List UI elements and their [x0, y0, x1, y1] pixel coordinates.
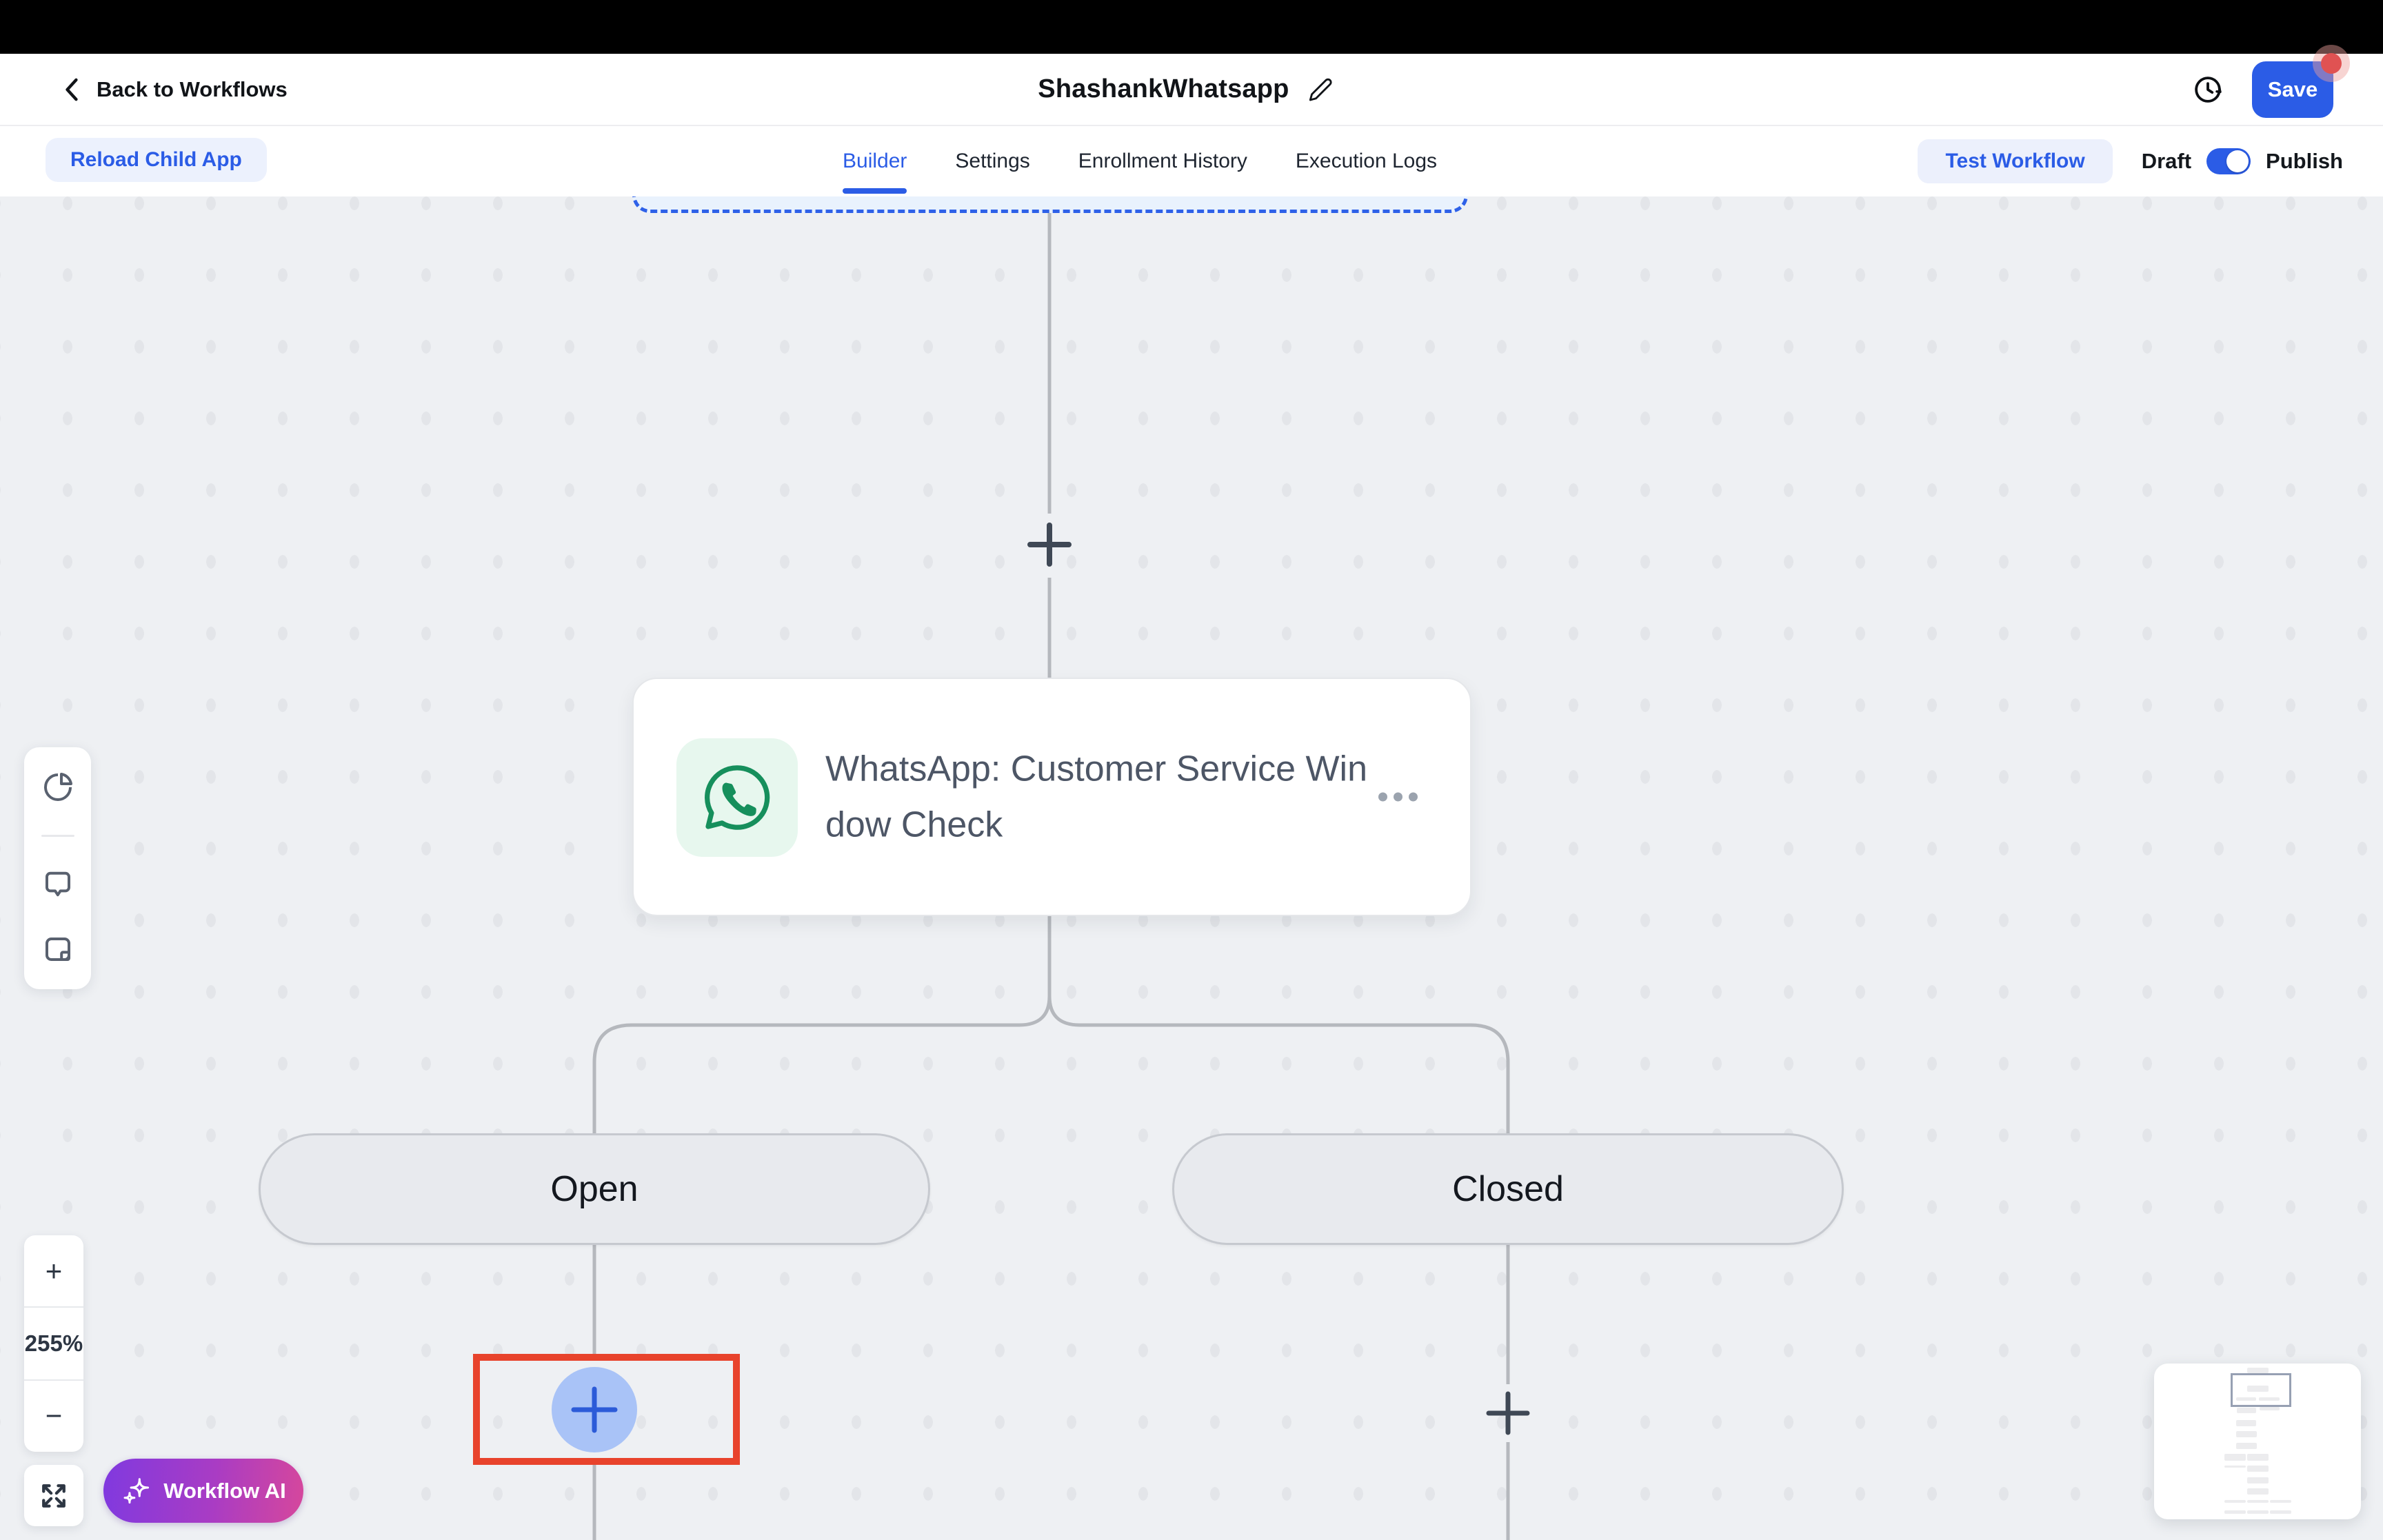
header-right-actions: Save — [2193, 52, 2342, 118]
add-step-button-open-branch[interactable] — [552, 1367, 637, 1452]
zoom-out-button[interactable]: − — [24, 1379, 83, 1452]
workflow-title-wrap: ShashankWhatsapp — [1038, 74, 1333, 104]
save-button-wrap: Save — [2252, 52, 2342, 118]
app-header: Back to Workflows ShashankWhatsapp Save — [0, 52, 2383, 126]
minimap-node — [2224, 1454, 2246, 1461]
reload-child-app-button[interactable]: Reload Child App — [46, 138, 267, 182]
minimap-node — [2247, 1500, 2269, 1503]
minimap-node — [2224, 1510, 2246, 1514]
unsaved-changes-badge — [2321, 52, 2342, 74]
pie-chart-icon — [43, 773, 72, 801]
minimap-node — [2224, 1500, 2246, 1503]
comments-button[interactable] — [41, 869, 74, 902]
minimap-node — [2224, 1466, 2246, 1468]
panel-divider — [41, 835, 74, 838]
trigger-node-placeholder[interactable] — [632, 196, 1468, 213]
history-clock-icon — [2195, 76, 2222, 103]
version-history-button[interactable] — [2193, 74, 2223, 105]
minimap-node — [2236, 1420, 2256, 1426]
workflow-title: ShashankWhatsapp — [1038, 74, 1289, 103]
action-highlight-box — [473, 1354, 740, 1465]
minimap-node — [2236, 1397, 2256, 1401]
workflow-toolbar: Reload Child App Builder Settings Enroll… — [0, 126, 2383, 196]
system-status-bar — [0, 0, 2383, 54]
fullscreen-expand-icon — [42, 1483, 66, 1508]
draft-label: Draft — [2141, 149, 2192, 173]
branch-open[interactable]: Open — [259, 1133, 930, 1245]
back-link-label: Back to Workflows — [97, 77, 288, 101]
minimap-node — [2236, 1431, 2257, 1437]
minimap-node — [2259, 1397, 2280, 1401]
publish-label: Publish — [2266, 149, 2343, 173]
minimap-node — [2247, 1386, 2269, 1392]
workflow-tabs: Builder Settings Enrollment History Exec… — [843, 126, 1437, 196]
sticky-note-icon — [45, 937, 70, 961]
plus-icon — [571, 1386, 618, 1433]
edit-pencil-icon[interactable] — [1309, 77, 1334, 102]
add-node-button-top[interactable] — [1025, 520, 1074, 573]
sparkles-icon — [123, 1477, 150, 1503]
minimap-node — [2237, 1408, 2256, 1413]
analytics-button[interactable] — [41, 771, 74, 804]
fit-view-button[interactable] — [24, 1465, 83, 1526]
node-title: WhatsApp: Customer Service Window Check — [825, 749, 1368, 844]
node-menu-button[interactable] — [1371, 786, 1425, 809]
comment-icon — [45, 871, 70, 896]
dot — [1409, 792, 1418, 802]
workflow-ai-label: Workflow AI — [163, 1478, 286, 1503]
minimap-node — [2260, 1407, 2280, 1410]
test-workflow-button[interactable]: Test Workflow — [1918, 139, 2113, 183]
publish-toggle[interactable] — [2206, 148, 2251, 174]
minimap-node — [2270, 1510, 2291, 1514]
tab-enrollment-history[interactable]: Enrollment History — [1078, 150, 1247, 172]
minimap-node — [2247, 1466, 2269, 1472]
node-icon-tile — [676, 738, 798, 857]
tab-builder[interactable]: Builder — [843, 126, 907, 196]
save-button[interactable]: Save — [2252, 61, 2333, 118]
minimap-node — [2236, 1443, 2257, 1449]
minimap-node — [2247, 1368, 2269, 1373]
branch-closed[interactable]: Closed — [1172, 1133, 1844, 1245]
add-step-button-closed-branch[interactable] — [1483, 1388, 1533, 1441]
minimap-node — [2270, 1500, 2291, 1503]
whatsapp-icon — [705, 765, 770, 830]
workflow-ai-button[interactable]: Workflow AI — [103, 1459, 303, 1523]
notes-button[interactable] — [41, 933, 74, 966]
plus-icon — [1027, 523, 1072, 567]
plus-icon — [1486, 1391, 1530, 1435]
tab-settings[interactable]: Settings — [955, 150, 1030, 172]
canvas-side-panel — [24, 747, 91, 989]
minimap-node — [2247, 1488, 2269, 1495]
minimap-node — [2247, 1477, 2269, 1483]
zoom-panel: + 255% − — [24, 1235, 83, 1452]
tab-execution-logs[interactable]: Execution Logs — [1295, 150, 1438, 172]
dot — [1394, 792, 1402, 802]
workflow-canvas[interactable]: WhatsApp: Customer Service Window Check … — [0, 196, 2383, 1540]
chevron-left-icon — [66, 78, 78, 101]
toolbar-right-actions: Test Workflow Draft Publish — [1918, 126, 2343, 196]
minimap-node — [2247, 1510, 2269, 1514]
back-to-workflows-link[interactable]: Back to Workflows — [61, 77, 288, 102]
minimap[interactable] — [2154, 1364, 2361, 1519]
whatsapp-node-card[interactable]: WhatsApp: Customer Service Window Check — [632, 678, 1471, 916]
zoom-in-button[interactable]: + — [45, 1254, 63, 1287]
dot — [1378, 792, 1387, 802]
minimap-node — [2247, 1454, 2269, 1461]
zoom-level: 255% — [24, 1306, 83, 1379]
publish-toggle-knob — [2226, 150, 2249, 172]
